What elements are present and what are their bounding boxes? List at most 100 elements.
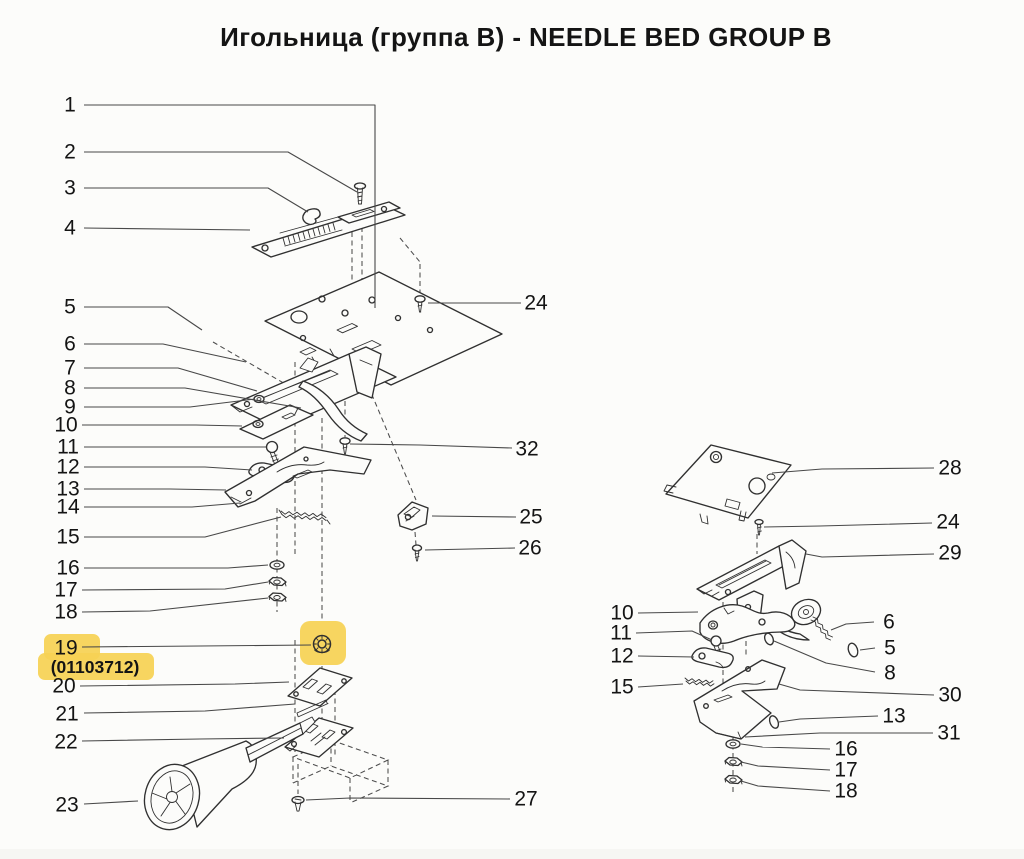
leader-18 (81, 597, 269, 613)
knurled-nut-19-drawing (312, 634, 332, 654)
callout-32: 32 (515, 438, 538, 461)
leader-17 (81, 581, 269, 591)
knob-23-drawing (143, 716, 316, 831)
base-plate-30-31-drawing (693, 659, 786, 740)
callout-12: 12 (56, 456, 79, 479)
part-highlight-2 (300, 621, 346, 665)
leader-1 (84, 104, 376, 308)
leader-14 (84, 502, 241, 508)
leader-13r (778, 715, 879, 723)
plate-22-drawing (284, 717, 354, 758)
callout-16r: 16 (834, 738, 857, 761)
scan-artifact-band (0, 849, 1024, 859)
leader-21 (83, 703, 296, 714)
callout-9: 9 (64, 396, 76, 419)
leader-2 (84, 151, 358, 193)
nut-18-drawing (268, 592, 287, 602)
leader-26 (424, 547, 516, 551)
leader-4 (83, 227, 251, 231)
callout-1: 1 (64, 94, 76, 117)
callout-24r: 24 (936, 511, 960, 534)
callout-25: 25 (519, 506, 542, 529)
leader-10r (637, 611, 699, 614)
callout-21: 21 (55, 703, 78, 726)
callout-5r: 5 (884, 637, 896, 660)
callout-20: 20 (52, 675, 75, 698)
leader-11r (635, 630, 713, 641)
callout-5: 5 (64, 296, 76, 319)
callout-8r: 8 (884, 662, 896, 685)
lever-10r-drawing (699, 604, 796, 644)
leader-31 (744, 732, 933, 738)
callout-16: 16 (56, 557, 79, 580)
callout-3: 3 (64, 177, 76, 200)
screw-26-drawing (411, 544, 423, 562)
leader-12r (637, 655, 695, 658)
screw-2-drawing (353, 182, 367, 205)
leader-22 (81, 737, 285, 742)
callout-code19: (01103712) (51, 657, 140, 677)
leader-5r (859, 647, 876, 651)
screw-11-drawing (265, 440, 280, 466)
callout-11r: 11 (610, 622, 632, 645)
screw-24-drawing (414, 295, 426, 313)
nut-17r-drawing (724, 756, 743, 767)
pin-8r-drawing (763, 632, 775, 646)
callout-28: 28 (938, 457, 961, 480)
callout-6r: 6 (883, 611, 895, 634)
callout-19: 19 (54, 637, 77, 660)
callout-29: 29 (938, 542, 961, 565)
leader-layer (79, 104, 935, 805)
callout-15r: 15 (610, 676, 633, 699)
callout-14: 14 (56, 496, 80, 519)
spring-15r-drawing (684, 677, 715, 687)
leader-18r (740, 780, 831, 792)
callout-17: 17 (54, 579, 77, 602)
screw-32-drawing (339, 437, 351, 455)
callout-2: 2 (64, 141, 76, 164)
leader-27 (305, 797, 511, 801)
leader-5 (84, 306, 203, 331)
spring-6r-drawing (810, 616, 833, 641)
callout-18r: 18 (834, 780, 857, 803)
leader-17r (740, 761, 831, 771)
screw-27-drawing (291, 795, 305, 812)
label-layer: 12345678910111213141516171819(01103712)2… (51, 94, 962, 817)
leader-15r (637, 683, 684, 688)
callout-6: 6 (64, 333, 76, 356)
needle-bed-assembly-drawing (143, 182, 503, 831)
callout-8: 8 (64, 377, 76, 400)
callout-26: 26 (518, 537, 541, 560)
clip-3-drawing (302, 208, 321, 226)
leader-30 (778, 683, 935, 696)
pin-5r-drawing (847, 642, 859, 658)
screw-24r-drawing (754, 518, 764, 536)
spring-15-drawing (278, 509, 331, 525)
callout-10r: 10 (610, 602, 633, 625)
callout-18: 18 (54, 601, 77, 624)
leader-3 (84, 187, 309, 213)
leader-10 (82, 424, 243, 427)
blade-8-drawing (298, 380, 368, 442)
washer-16r-drawing (725, 739, 741, 749)
pin-13r-drawing (768, 715, 780, 729)
part-highlight-1 (38, 653, 154, 680)
callout-23: 23 (55, 794, 78, 817)
leader-25 (431, 515, 517, 518)
callout-7: 7 (64, 357, 76, 380)
plate-20-drawing (287, 667, 353, 707)
callout-22: 22 (54, 731, 77, 754)
leader-28 (771, 467, 935, 474)
needle-strip-4-drawing (251, 201, 406, 258)
clamp-25-drawing (397, 501, 429, 531)
callout-4: 4 (64, 217, 76, 240)
callout-13r: 13 (882, 705, 905, 728)
washer-16-drawing (269, 560, 285, 570)
leader-9 (84, 398, 256, 408)
leader-8 (84, 387, 302, 409)
plate-10-drawing (239, 404, 314, 440)
nut-17-drawing (268, 576, 287, 587)
lever-12r-drawing (691, 647, 734, 669)
base-plate-13-14-drawing (224, 446, 372, 508)
